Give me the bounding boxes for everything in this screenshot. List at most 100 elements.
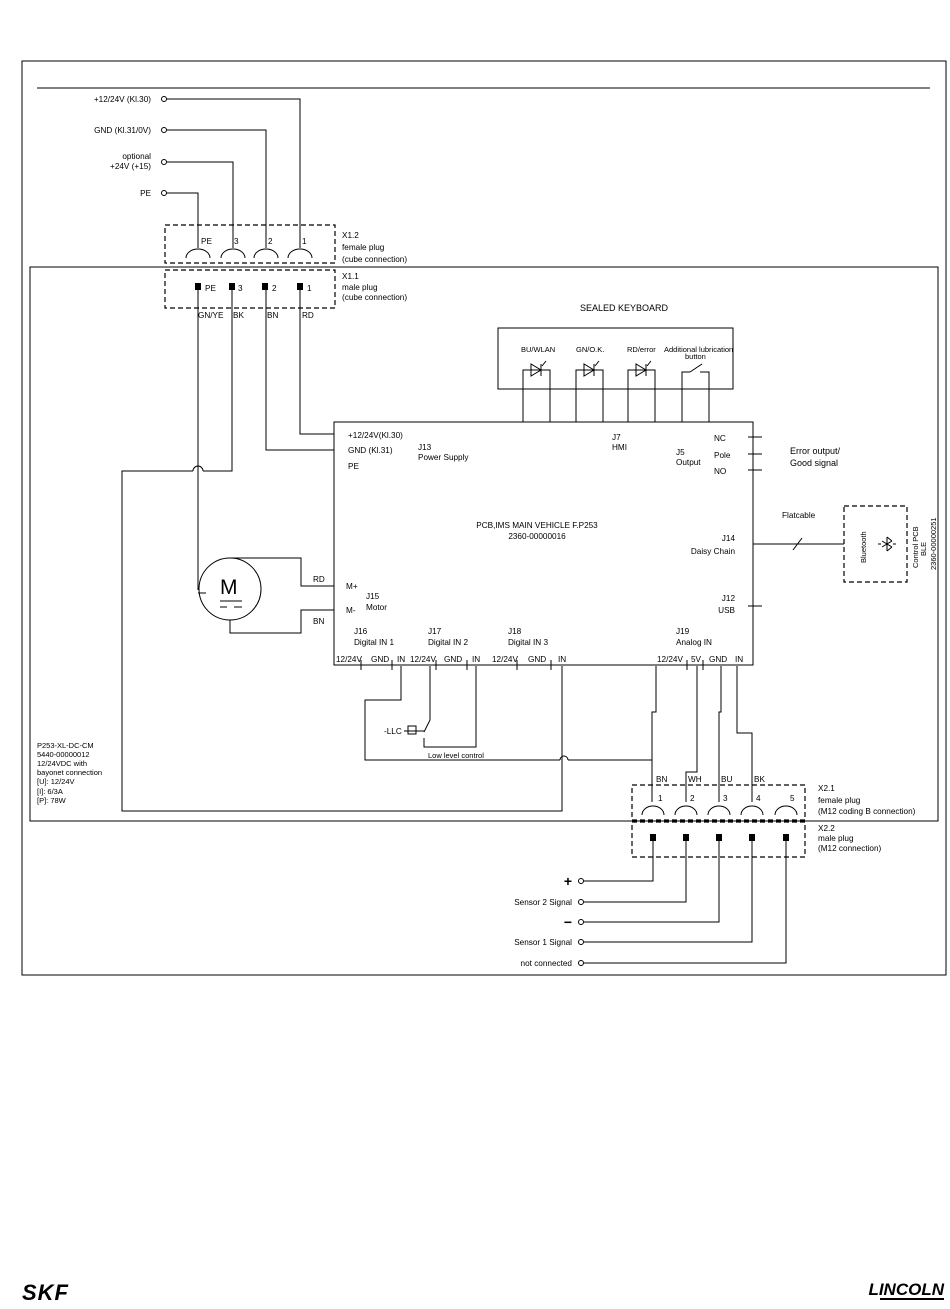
sealed-keyboard [497,327,734,390]
j16-pin-in: IN [397,655,405,664]
x11-pin-pe: PE [205,284,216,293]
j15-name: J15 [366,592,380,601]
j18-pin-v: 12/24V [492,655,518,664]
supply-24v-label: +24V (+15) [110,162,151,171]
j18-pin-gnd: GND [528,655,546,664]
diode-icon [627,360,656,422]
j16-name: J16 [354,627,368,636]
pcb-title: PCB,IMS MAIN VEHICLE F.P253 [476,521,598,530]
x11-male-plug [164,269,336,309]
sensor1-signal-label: Sensor 1 Signal [514,938,572,947]
j19-pin-5v: 5V [691,655,702,664]
bluetooth-module [843,505,908,583]
bluetooth-label: Bluetooth [859,531,868,563]
outer-frame [21,60,947,976]
x21-name: X2.1 [818,784,835,793]
supply-pe-label: PE [140,189,151,198]
keyboard-title: SEALED KEYBOARD [580,303,669,313]
j19-name: J19 [676,627,690,636]
wire-rd-label: RD [302,311,314,320]
diode-icon [522,360,551,422]
lube-button-label-2: button [685,352,706,361]
j17-label: Digital IN 2 [428,638,468,647]
device-frame [29,266,939,822]
x11-pin-contacts [195,283,303,290]
j14-name: J14 [722,534,736,543]
j15-label: Motor [366,603,387,612]
j17-pin-v: 12/24V [410,655,436,664]
j16-pin-gnd: GND [371,655,389,664]
sensor-plus-label: + [564,873,572,889]
x22-name: X2.2 [818,824,835,833]
llc-label: Low level control [428,751,484,760]
j5-label: Output [676,458,701,467]
x22-line1: male plug [818,834,854,843]
pcb-pin-ticks [360,660,704,670]
x21-color-bu: BU [721,775,732,784]
x21-pin-4: 4 [756,794,761,803]
llc-wires [364,666,653,802]
flatcable-slash [792,537,803,551]
x12-line1: female plug [342,243,385,252]
control-pcb-label-2: BLE [919,542,928,556]
j16-label: Digital IN 1 [354,638,394,647]
device-connection: bayonet connection [37,768,102,777]
x21-pin-3: 3 [723,794,728,803]
flatcable-label: Flatcable [782,511,816,520]
j13-pe-label: PE [348,462,359,471]
led-gn-ok-label: GN/O.K. [576,345,604,354]
j13-label: Power Supply [418,453,469,462]
lincoln-logo: LINCOLN [868,1280,944,1299]
x11-pin-1: 1 [307,284,312,293]
j19-pin-gnd: GND [709,655,727,664]
x21-pin-sockets [641,805,798,816]
power-wires [121,290,563,812]
control-pcb-label-3: 2360-00000251 [929,517,938,570]
bluetooth-icon [878,536,896,552]
device-u: [U]: 12/24V [37,777,75,786]
j13-name: J13 [418,443,432,452]
x11-line1: male plug [342,283,378,292]
error-output-label-1: Error output/ [790,446,841,456]
j17-pin-in: IN [472,655,480,664]
j18-label: Digital IN 3 [508,638,548,647]
j17-name: J17 [428,627,442,636]
not-connected-label: not connected [521,959,573,968]
sensor-minus-label: − [564,914,572,930]
x21-color-bn: BN [656,775,667,784]
j13-v-label: +12/24V(Kl.30) [348,431,403,440]
j5-name: J5 [676,448,685,457]
x21-line1: female plug [818,796,861,805]
skf-logo: SKF [22,1280,69,1305]
x22-pin-contacts [650,834,789,841]
j14-label: Daisy Chain [691,547,736,556]
motor-bn-label: BN [313,617,324,626]
pushbutton-switch-icon [681,363,710,422]
supply-wires [161,96,301,248]
j7-name: J7 [612,433,621,442]
wire-bn-label: BN [267,311,278,320]
x12-pin-1: 1 [302,237,307,246]
led-rd-error-label: RD/error [627,345,656,354]
x22-line2: (M12 connection) [818,844,882,853]
j13-gnd-label: GND (Kl.31) [348,446,393,455]
device-i: [I]: 6/3A [37,787,63,796]
j18-pin-in: IN [558,655,566,664]
lube-button-label-1: Additional lubrication [664,345,733,354]
x21-pin-2: 2 [690,794,695,803]
diode-icon [575,360,604,422]
x21-color-wh: WH [688,775,702,784]
j12-label: USB [718,606,735,615]
sensor2-signal-label: Sensor 2 Signal [514,898,572,907]
device-p: [P]: 78W [37,796,67,805]
device-model: P253-XL-DC-CM [37,741,94,750]
j18-name: J18 [508,627,522,636]
j19-label: Analog IN [676,638,712,647]
device-part: 5440-00000012 [37,750,90,759]
x11-pin-2: 2 [272,284,277,293]
pcb-part-number: 2360-00000016 [508,532,566,541]
j15-mminus-label: M- [346,606,356,615]
motor-rd-label: RD [313,575,325,584]
j16-pin-v: 12/24V [336,655,362,664]
